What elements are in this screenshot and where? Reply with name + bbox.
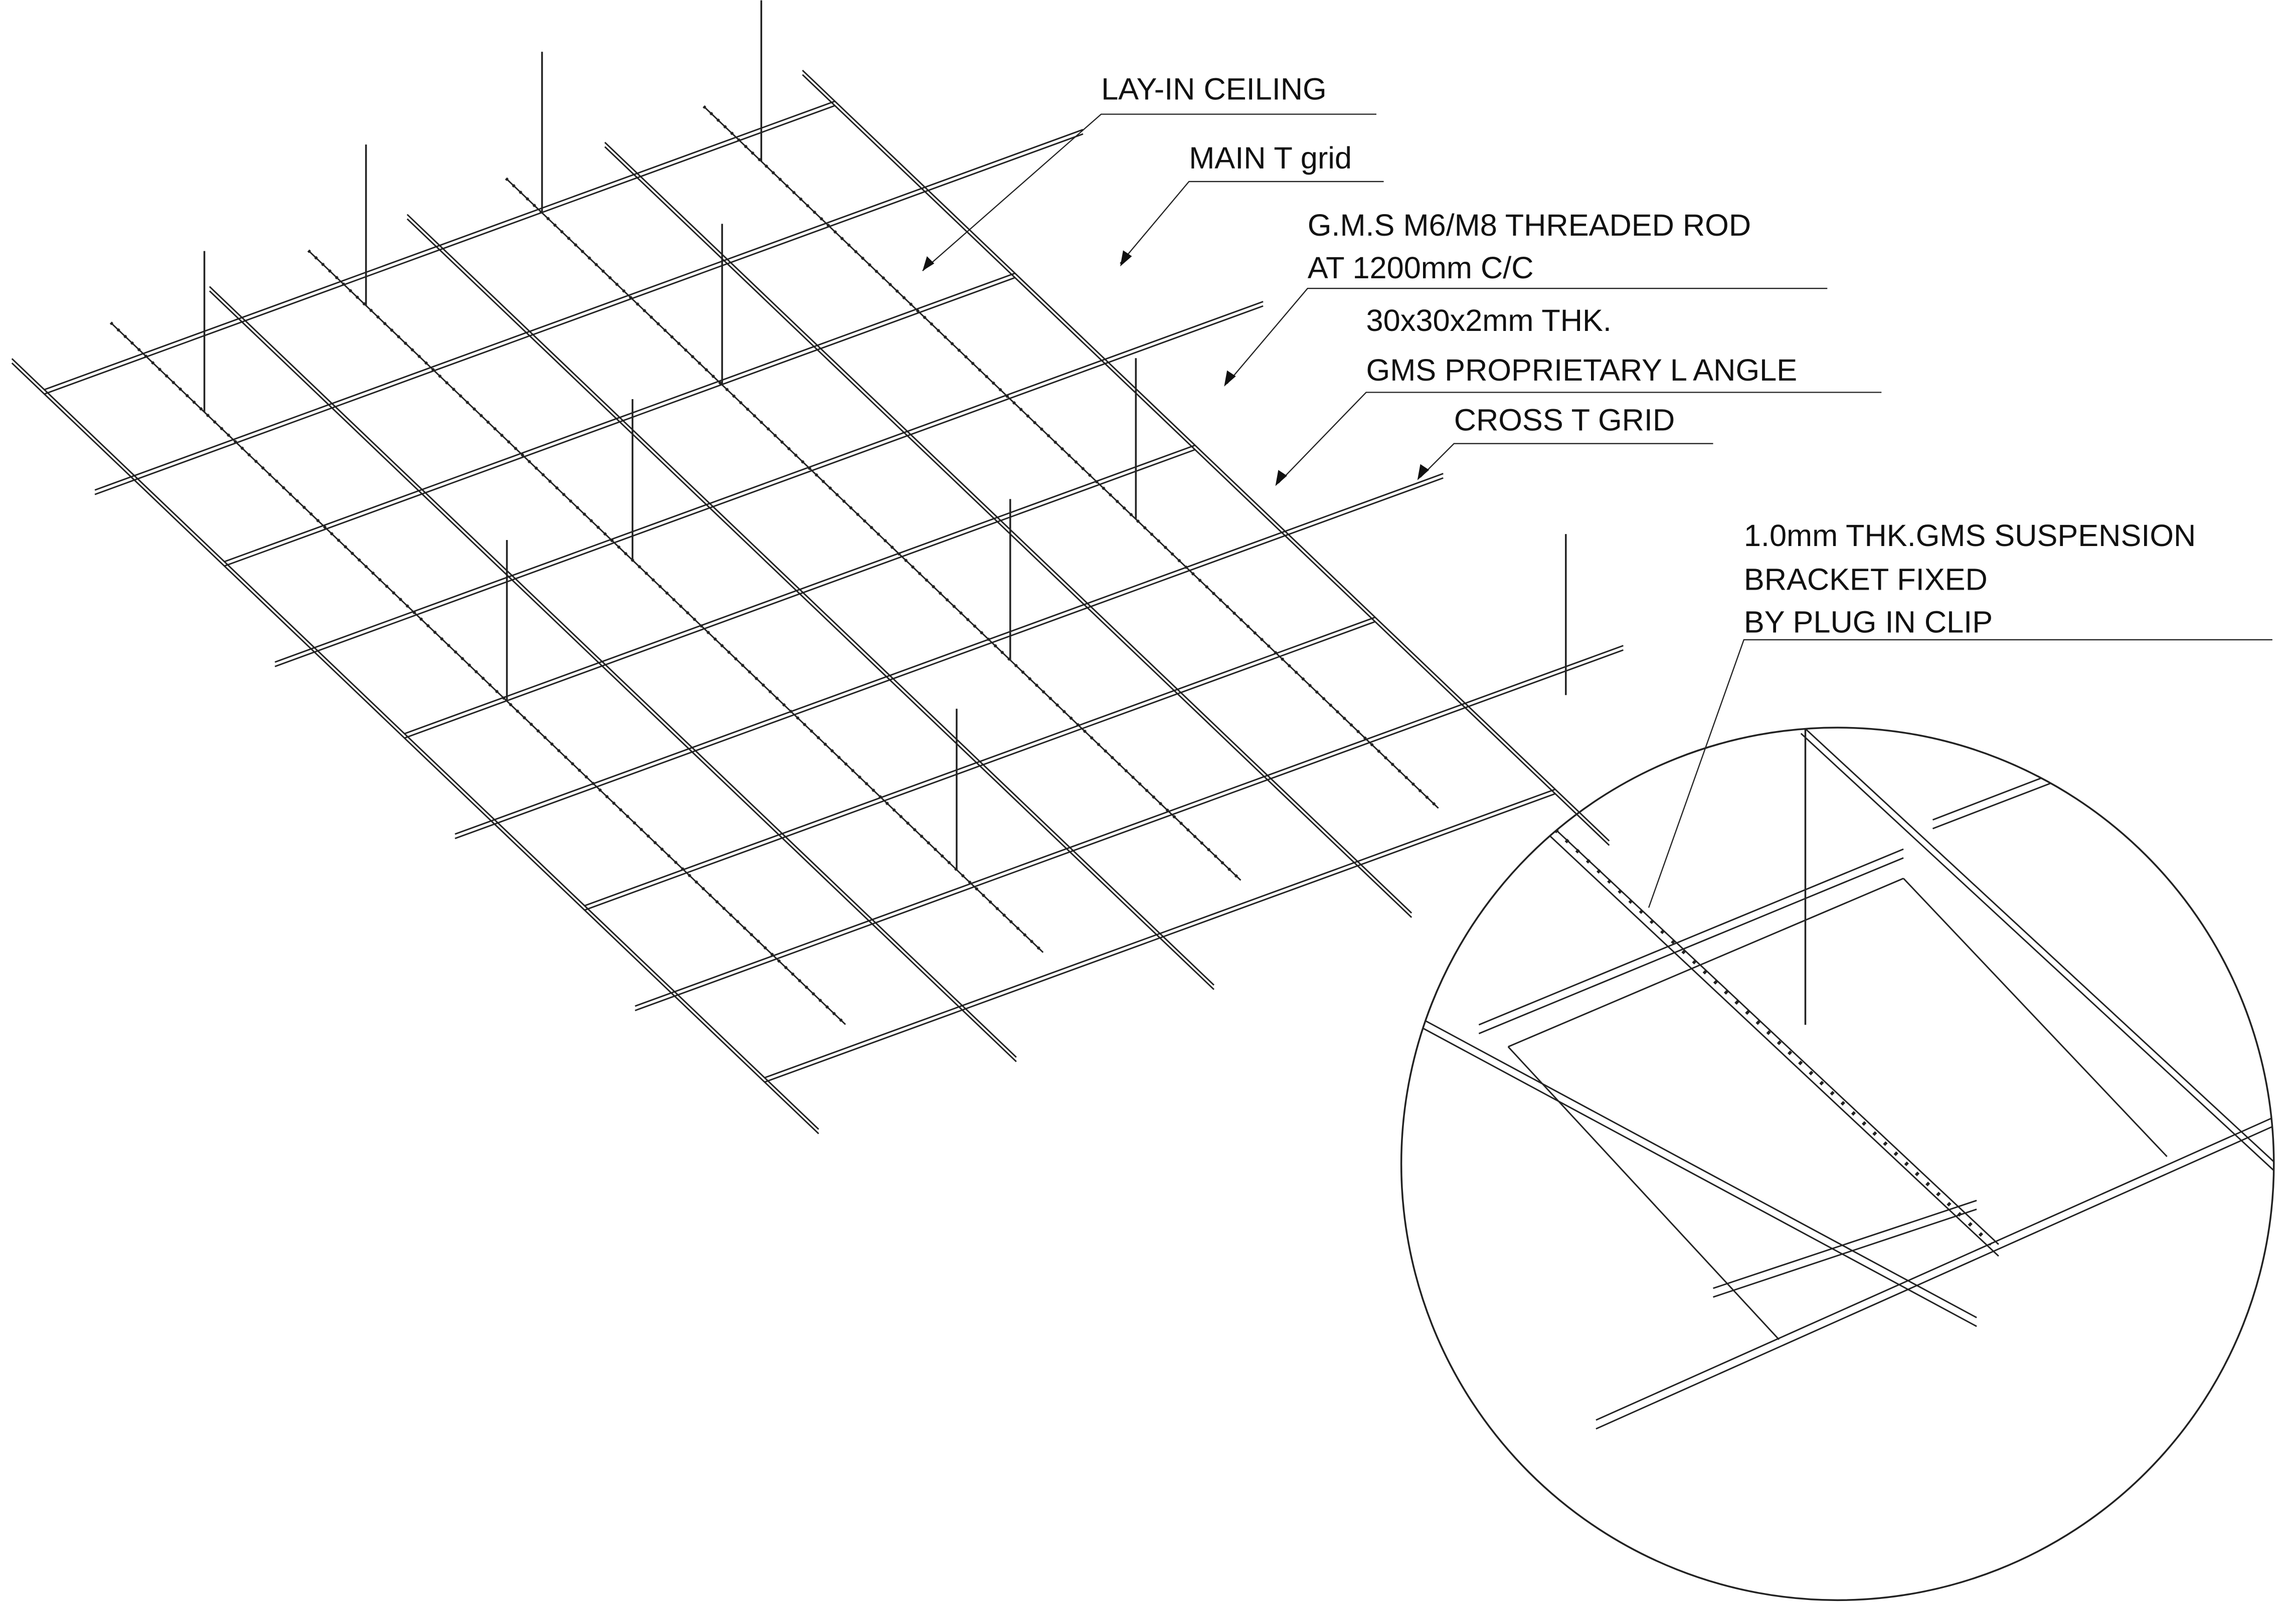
arrow-icon (1417, 464, 1430, 480)
svg-text:1.0mm THK.GMS SUSPENSION: 1.0mm THK.GMS SUSPENSION (1744, 518, 2196, 553)
cross-tee (404, 444, 1195, 735)
cross-tee (44, 100, 835, 391)
detail-panel-edge (1508, 877, 1904, 1047)
cross-tee (404, 449, 1195, 739)
svg-text:CROSS T GRID: CROSS T GRID (1454, 402, 1675, 437)
detail-circle (1400, 727, 2275, 1601)
detail-panel-edge (1507, 1046, 1780, 1340)
cross-t-rail (94, 133, 1084, 495)
leader-line (1648, 639, 2272, 908)
svg-text:AT 1200mm C/C: AT 1200mm C/C (1308, 250, 1534, 285)
label-cross-t-grid: CROSS T GRID (1417, 402, 1713, 480)
leader-line (1278, 392, 1882, 484)
cross-t-rail (274, 301, 1264, 663)
cross-t-rail (274, 305, 1264, 667)
svg-text:30x30x2mm THK.: 30x30x2mm THK. (1366, 303, 1612, 337)
detail-cross-t (1478, 857, 1904, 1034)
detail-main-t-rail (1800, 733, 2274, 1181)
arrow-icon (1275, 470, 1287, 486)
arrow-icon (922, 256, 935, 271)
cross-tee (584, 616, 1375, 907)
main-t-rail (604, 141, 1412, 914)
ceiling-grid (11, 0, 1624, 1135)
detail-main-t-rail (1800, 728, 2274, 1172)
svg-text:BY PLUG IN CLIP: BY PLUG IN CLIP (1744, 604, 1993, 639)
l-angle (703, 105, 1439, 809)
svg-text:BRACKET FIXED: BRACKET FIXED (1744, 562, 1988, 597)
cross-tee (44, 105, 835, 395)
cross-t-rail (454, 473, 1444, 835)
l-angle (307, 250, 1044, 953)
main-t-rail (604, 146, 1412, 918)
svg-text:LAY-IN CEILING: LAY-IN CEILING (1101, 72, 1327, 106)
svg-text:G.M.S M6/M8 THREADED ROD: G.M.S M6/M8 THREADED ROD (1308, 208, 1751, 242)
cross-t-rail (454, 477, 1444, 839)
detail-cross-t (1596, 1112, 2274, 1421)
l-angle (110, 322, 846, 1025)
detail-l-angle (1537, 823, 1999, 1257)
main-t-rail (11, 363, 819, 1135)
cross-tee (584, 621, 1375, 911)
svg-text:MAIN T grid: MAIN T grid (1189, 140, 1352, 175)
detail-cross-t (1713, 1199, 1977, 1289)
cross-t-rail (635, 645, 1624, 1007)
leader-line (1120, 181, 1384, 264)
main-t-rail (407, 214, 1215, 986)
detail-cross-t (1713, 1208, 1977, 1298)
l-angle (505, 177, 1242, 881)
detail-cross-t (1596, 1121, 2274, 1430)
leader-line (1226, 288, 1828, 384)
leader-line (1420, 443, 1713, 478)
label-main-t-grid: MAIN T grid (1120, 140, 1384, 267)
annotations: LAY-IN CEILING MAIN T grid G.M.S M6/M8 T… (922, 72, 2272, 908)
label-suspension-bracket: 1.0mm THK.GMS SUSPENSION BRACKET FIXED B… (1648, 518, 2272, 908)
label-l-angle: 30x30x2mm THK. GMS PROPRIETARY L ANGLE (1275, 303, 1882, 486)
detail-cross-t (1478, 848, 1904, 1026)
cross-t-rail (635, 649, 1624, 1011)
svg-text:GMS PROPRIETARY L ANGLE: GMS PROPRIETARY L ANGLE (1366, 352, 1798, 387)
detail-main-t-rail (1405, 1009, 1977, 1319)
detail-panel-edge (1903, 877, 2168, 1157)
main-t-rail (11, 358, 819, 1130)
detail-l-angle (1537, 812, 1999, 1245)
detail-cross-t (1932, 746, 2124, 821)
detail-main-t-rail (1405, 1018, 1977, 1327)
main-t-rail (209, 290, 1017, 1062)
cross-tee (764, 788, 1556, 1079)
cross-tee (224, 277, 1015, 567)
cross-tee (224, 272, 1015, 563)
main-t-rail (209, 286, 1017, 1058)
label-lay-in-ceiling: LAY-IN CEILING (922, 72, 1376, 272)
cross-t-rail (94, 129, 1084, 491)
label-threaded-rod: G.M.S M6/M8 THREADED ROD AT 1200mm C/C (1224, 208, 1828, 387)
detail-boundary (1400, 727, 2275, 1601)
main-t-rail (802, 74, 1610, 846)
cross-tee (764, 793, 1556, 1083)
arrow-icon (1120, 250, 1132, 267)
detail-l-angle-perforation (1543, 818, 1993, 1246)
arrow-icon (1224, 370, 1236, 387)
main-t-rail (802, 70, 1610, 842)
detail-cross-t (1932, 755, 2124, 829)
main-t-rail (407, 218, 1215, 990)
leader-line (922, 113, 1376, 272)
